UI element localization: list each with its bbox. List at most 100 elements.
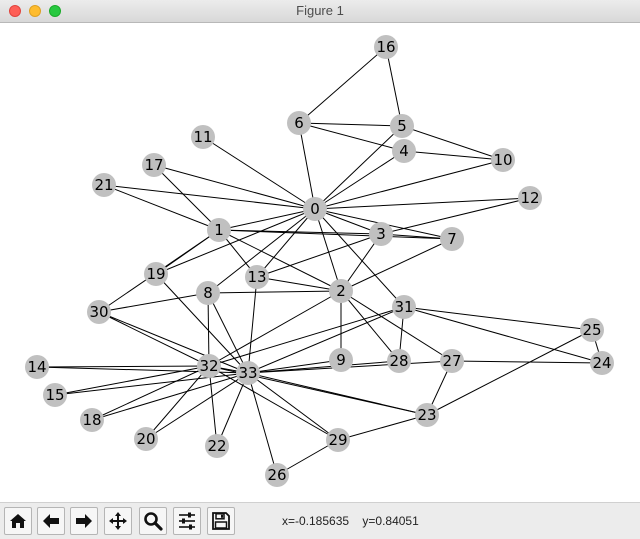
node-label: 11	[193, 128, 212, 146]
node-label: 25	[582, 321, 601, 339]
graph-node: 5	[390, 114, 414, 138]
node-circle	[329, 279, 353, 303]
node-circle	[80, 408, 104, 432]
graph-node: 33	[236, 361, 260, 385]
node-label: 0	[310, 200, 320, 218]
node-label: 31	[394, 298, 413, 316]
zoom-button[interactable]	[139, 507, 167, 535]
node-label: 12	[520, 189, 539, 207]
graph-node: 14	[25, 355, 49, 379]
title-bar[interactable]: Figure 1	[0, 0, 640, 23]
window-title: Figure 1	[296, 3, 344, 18]
graph-node: 12	[518, 186, 542, 210]
forward-button[interactable]	[70, 507, 98, 535]
graph-edge	[153, 164, 220, 231]
pan-button[interactable]	[104, 507, 132, 535]
maximize-window-button[interactable]	[49, 5, 61, 17]
graph-edge	[153, 164, 316, 210]
graph-edge	[340, 290, 453, 362]
home-icon	[10, 514, 26, 528]
save-icon	[212, 512, 230, 530]
graph-node: 1	[207, 218, 231, 242]
home-button[interactable]	[4, 507, 32, 535]
node-circle	[491, 148, 515, 172]
node-label: 15	[45, 386, 64, 404]
graph-edge	[247, 372, 339, 441]
graph-node: 11	[191, 125, 215, 149]
node-circle	[142, 153, 166, 177]
node-label: 10	[493, 151, 512, 169]
node-label: 29	[328, 431, 347, 449]
graph-edge	[385, 46, 403, 127]
graph-node: 27	[440, 349, 464, 373]
network-graph[interactable]: 0123456789101112131415161718192021222324…	[0, 23, 640, 502]
graph-node: 0	[303, 197, 327, 221]
graph-node: 13	[245, 265, 269, 289]
graph-node: 21	[92, 173, 116, 197]
graph-edge	[256, 208, 316, 278]
graph-edge	[247, 306, 405, 374]
save-button[interactable]	[207, 507, 235, 535]
graph-edge	[98, 292, 209, 313]
graph-node: 6	[287, 111, 311, 135]
navigation-toolbar: x=-0.185635 y=0.84051	[0, 502, 640, 539]
graph-node: 20	[134, 427, 158, 451]
graph-node: 4	[392, 139, 416, 163]
graph-edge	[103, 184, 220, 231]
graph-node: 15	[43, 383, 67, 407]
graph-edge	[98, 311, 210, 367]
node-circle	[390, 114, 414, 138]
graph-node: 31	[392, 295, 416, 319]
configure-subplots-button[interactable]	[173, 507, 201, 535]
minimize-window-button[interactable]	[29, 5, 41, 17]
node-label: 20	[136, 430, 155, 448]
graph-edge	[218, 229, 342, 292]
graph-edge	[314, 159, 504, 210]
close-window-button[interactable]	[9, 5, 21, 17]
graph-edge	[403, 150, 504, 161]
edges-layer	[36, 46, 603, 476]
graph-edge	[207, 292, 249, 374]
graph-edge	[337, 414, 428, 441]
graph-edge	[155, 208, 316, 275]
graph-edge	[98, 311, 249, 374]
graph-edge	[298, 122, 316, 210]
node-circle	[197, 354, 221, 378]
graph-node: 3	[369, 222, 393, 246]
graph-edge	[298, 122, 403, 127]
move-icon	[109, 512, 127, 530]
node-label: 4	[399, 142, 409, 160]
node-circle	[326, 428, 350, 452]
node-label: 33	[238, 364, 257, 382]
graph-edge	[91, 365, 210, 421]
graph-edge	[36, 365, 210, 368]
graph-node: 26	[265, 463, 289, 487]
node-label: 8	[203, 284, 213, 302]
graph-edge	[247, 360, 400, 374]
node-label: 1	[214, 221, 224, 239]
graph-node: 9	[329, 348, 353, 372]
node-circle	[205, 434, 229, 458]
graph-edge	[256, 233, 382, 278]
node-label: 21	[94, 176, 113, 194]
node-circle	[191, 125, 215, 149]
arrow-left-icon	[43, 514, 59, 528]
node-label: 32	[199, 357, 218, 375]
back-button[interactable]	[37, 507, 65, 535]
graph-edge	[314, 125, 403, 210]
graph-edge	[103, 184, 316, 210]
graph-edge	[314, 150, 405, 210]
node-label: 16	[376, 38, 395, 56]
node-circle	[25, 355, 49, 379]
graph-edge	[207, 290, 342, 294]
node-circle	[287, 111, 311, 135]
node-circle	[92, 173, 116, 197]
graph-edge	[218, 229, 453, 240]
graph-node: 10	[491, 148, 515, 172]
graph-edge	[247, 372, 278, 476]
node-label: 13	[247, 268, 266, 286]
graph-edge	[247, 372, 428, 416]
node-circle	[387, 349, 411, 373]
